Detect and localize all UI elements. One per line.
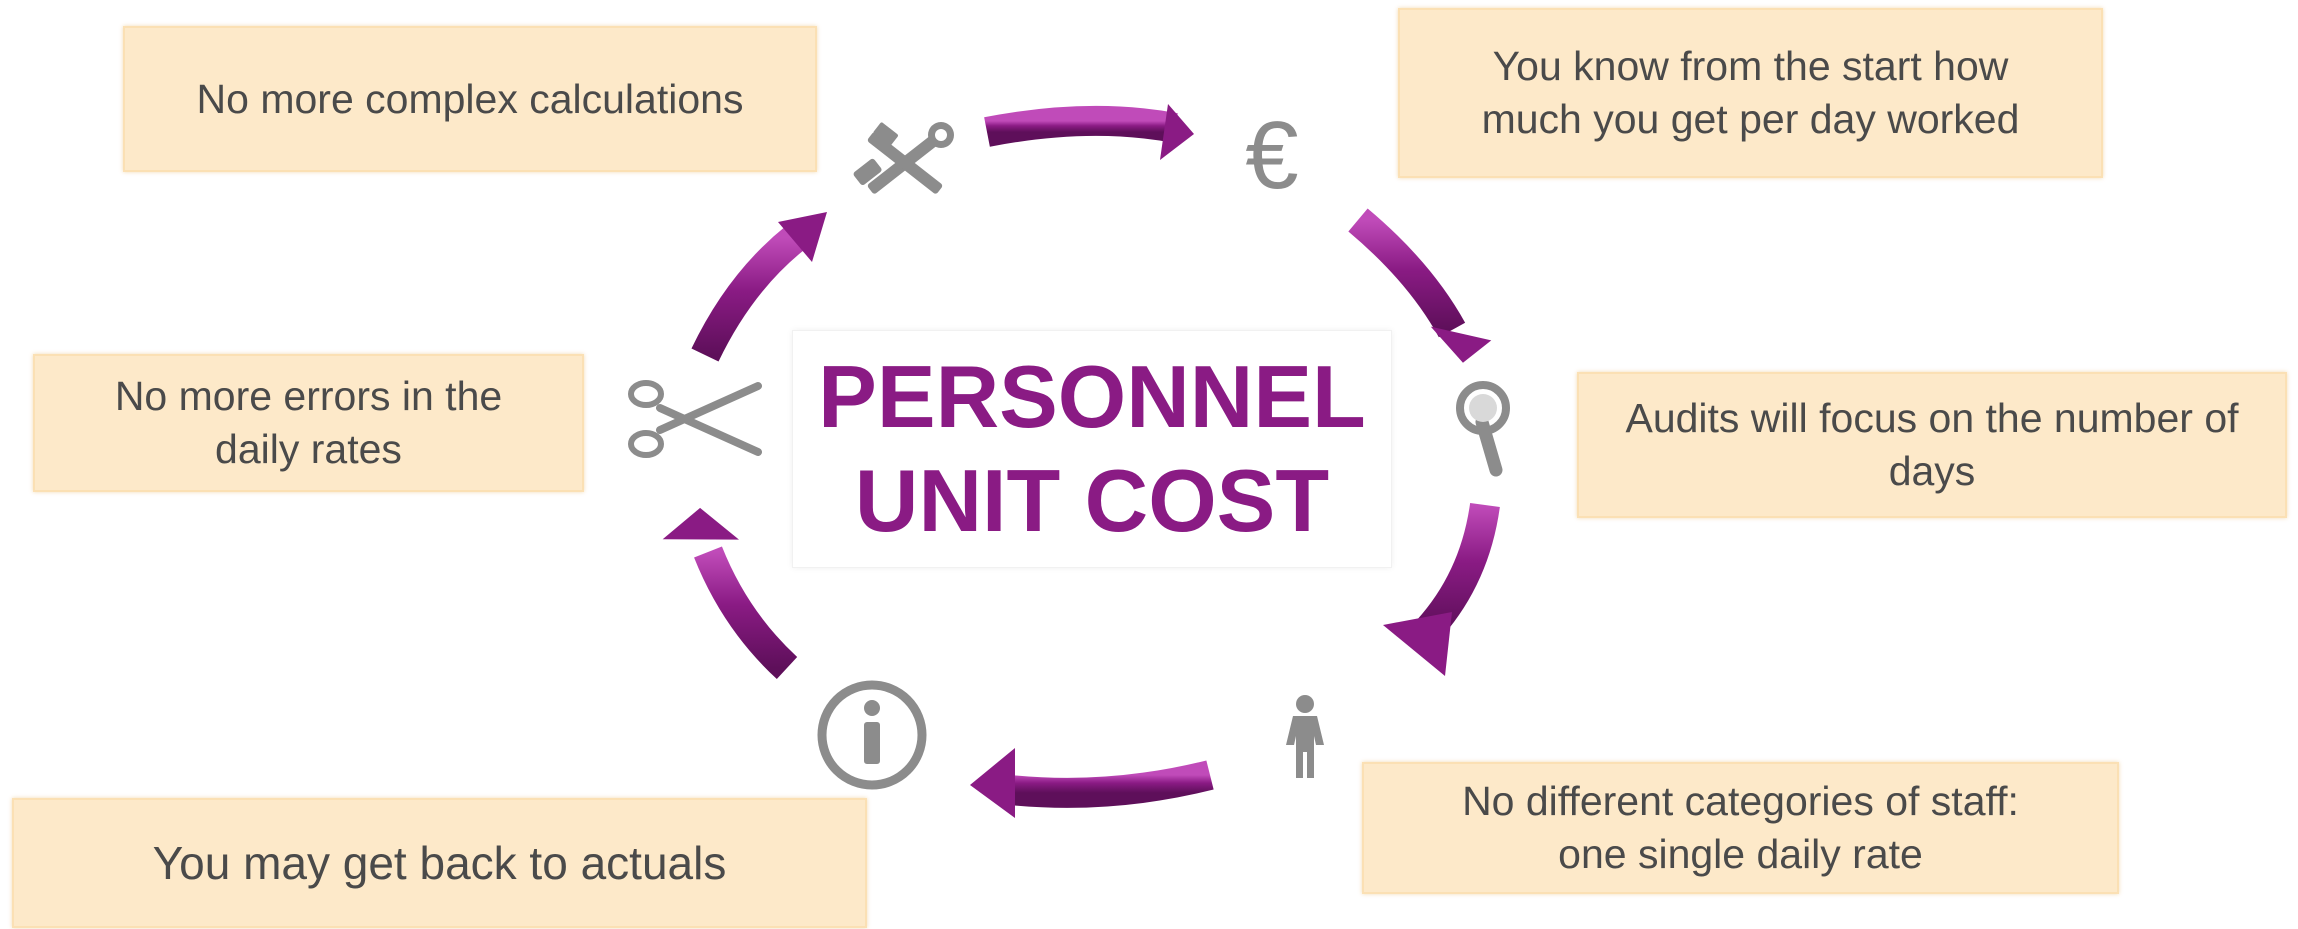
scissors-icon (628, 380, 762, 458)
cycle-arrow-top (984, 104, 1194, 160)
svg-text:€: € (1245, 102, 1298, 209)
box-complex-calculations-text: No more complex calculations (196, 75, 744, 122)
euro-icon: € (1245, 102, 1298, 209)
info-icon (817, 680, 927, 790)
box-errors-daily-rates: No more errors in the daily rates (33, 354, 584, 492)
magnifier-icon (1456, 381, 1510, 477)
box-back-to-actuals-text: You may get back to actuals (152, 836, 727, 889)
box-categories-staff-text: No different categories of staff: one si… (1462, 778, 2019, 877)
cycle-arrow-upper-left (691, 212, 827, 362)
cycle-arrow-upper-right (1348, 208, 1492, 363)
center-title-line2: UNIT COST (854, 451, 1330, 550)
cycle-arrow-lower-right (1383, 502, 1500, 676)
cycle-arrow-lower-left (662, 507, 798, 680)
box-audits-focus: Audits will focus on the number of days (1577, 372, 2287, 518)
box-complex-calculations: No more complex calculations (123, 26, 817, 172)
person-icon (1286, 695, 1324, 778)
box-categories-staff: No different categories of staff: one si… (1362, 762, 2119, 894)
center-title-box: PERSONNEL UNIT COST (792, 330, 1392, 568)
cycle-arrow-bottom (970, 748, 1214, 818)
box-know-from-start-text: You know from the start how much you get… (1481, 43, 2020, 142)
box-errors-daily-rates-text: No more errors in the daily rates (114, 373, 503, 472)
box-know-from-start: You know from the start how much you get… (1398, 8, 2103, 178)
box-back-to-actuals: You may get back to actuals (12, 798, 867, 928)
box-audits-focus-text: Audits will focus on the number of days (1625, 395, 2239, 494)
center-title-line1: PERSONNEL (818, 347, 1366, 446)
tools-icon (853, 122, 954, 194)
